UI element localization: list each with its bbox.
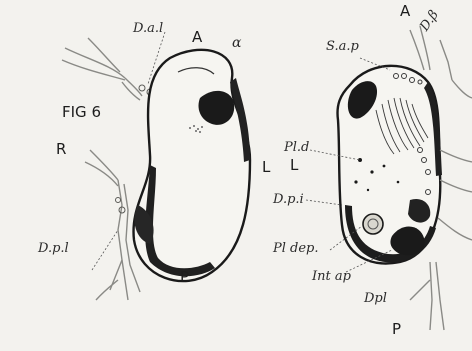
- label-d-p-l-left: D.p.l: [38, 242, 69, 255]
- label-right: R: [56, 142, 66, 157]
- label-posterior-left: P: [180, 270, 189, 285]
- left-vessel-lower: [85, 150, 140, 300]
- label-lateral-left: L: [262, 160, 270, 175]
- label-pl-d: Pl.d: [284, 141, 309, 154]
- left-vessel-upper: [62, 38, 142, 100]
- label-anterior-left: A: [192, 30, 202, 45]
- label-pl-dep: Pl dep.: [273, 242, 319, 255]
- right-deposit-circle: [363, 214, 383, 234]
- label-d-a-l: D.a.l: [133, 22, 163, 35]
- label-d-p-l-right: Dpl: [364, 292, 387, 305]
- fig-label: FIG 6: [62, 105, 101, 120]
- label-posterior-right: P: [392, 322, 401, 337]
- label-s-a-p: S.a.p: [326, 40, 359, 53]
- label-lateral-right: L: [290, 158, 298, 173]
- label-anterior-right: A: [400, 4, 410, 19]
- label-d-p-i: D.p.i: [273, 193, 304, 206]
- label-int-ap: Int ap: [312, 270, 351, 283]
- label-alpha: α: [232, 36, 241, 50]
